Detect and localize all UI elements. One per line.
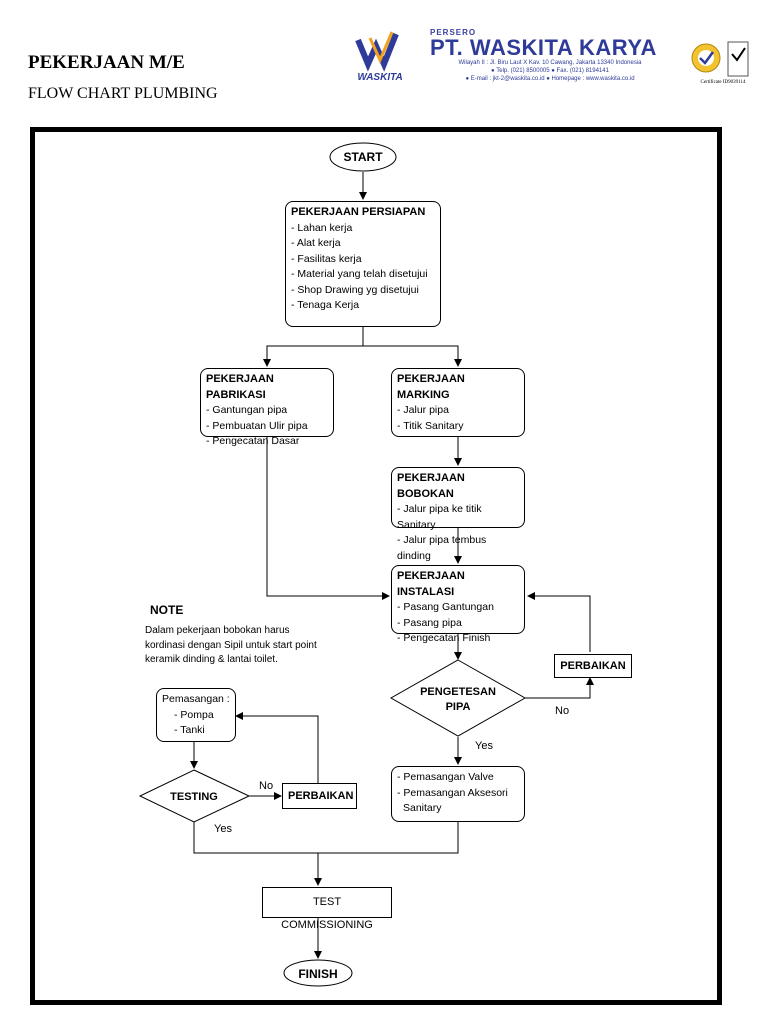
company-address-3: ● E-mail : jkt-2@waskita.co.id ● Homepag… xyxy=(465,76,635,82)
company-address-2: ● Telp. (021) 8500005 ● Fax. (021) 81941… xyxy=(491,68,609,74)
document-title: PEKERJAAN M/E xyxy=(28,52,185,73)
pemasangan-item: - Tanki xyxy=(174,724,205,736)
note-title: NOTE xyxy=(150,603,184,617)
yes-left-label: Yes xyxy=(214,823,232,835)
marking-item: - Titik Sanitary xyxy=(397,419,464,432)
marking-title: PEKERJAAN MARKING xyxy=(397,373,465,401)
pemasangan-item: - Pompa xyxy=(174,708,214,721)
bobokan-item: - Jalur pipa tembus dinding xyxy=(397,534,487,562)
bobokan-item: - Jalur pipa ke titik Sanitary xyxy=(397,503,482,531)
pabrikasi-box: PEKERJAAN PABRIKASI - Gantungan pipa - P… xyxy=(200,368,334,447)
logo-text: WASKITA xyxy=(357,72,402,83)
pengetesan-label-1: PENGETESAN xyxy=(420,686,496,698)
persiapan-item: - Alat kerja xyxy=(291,237,341,249)
waskita-logo: WASKITA xyxy=(355,31,403,83)
arrow-pabrikasi-instalasi xyxy=(266,437,390,600)
line-testing-merge xyxy=(193,822,318,854)
cert-caption: Certificate ID9039114 xyxy=(700,80,746,85)
valve-item: - Pemasangan Aksesori xyxy=(397,786,508,799)
document-subtitle: FLOW CHART PLUMBING xyxy=(28,85,218,102)
pemasangan-box: Pemasangan : - Pompa - Tanki xyxy=(156,688,236,742)
instalasi-title: PEKERJAAN INSTALASI xyxy=(397,570,465,598)
valve-item: - Pemasangan Valve xyxy=(397,771,494,783)
arrow-perbaikan-pemasangan xyxy=(235,712,319,783)
instalasi-item: - Pengecatan Finish xyxy=(397,632,491,644)
valve-item: Sanitary xyxy=(403,802,442,814)
certification-seals xyxy=(691,41,749,77)
marking-box: PEKERJAAN MARKING - Jalur pipa - Titik S… xyxy=(391,368,525,437)
bobokan-box: PEKERJAAN BOBOKAN - Jalur pipa ke titik … xyxy=(391,467,525,562)
arrow-pengetesan-perbaikan xyxy=(525,677,594,699)
note-line: kordinasi dengan Sipil untuk start point xyxy=(145,639,317,651)
marking-item: - Jalur pipa xyxy=(397,404,449,416)
arrow-perbaikan-instalasi xyxy=(527,592,591,652)
note-line: keramik dinding & lantai toilet. xyxy=(145,654,278,665)
pemasangan-item: Pemasangan : xyxy=(162,693,230,705)
perbaikan-right-box: PERBAIKAN xyxy=(554,654,632,678)
yes-right-label: Yes xyxy=(475,740,493,752)
pengetesan-decision xyxy=(389,659,527,737)
persiapan-item: - Lahan kerja xyxy=(291,221,353,234)
valve-box: - Pemasangan Valve - Pemasangan Aksesori… xyxy=(391,766,525,822)
perbaikan-left-box: PERBAIKAN xyxy=(282,783,357,809)
arrow-to-pabrikasi xyxy=(263,327,364,367)
note-text: Dalam pekerjaan bobokan harus kordinasi … xyxy=(145,624,355,668)
pabrikasi-item: - Pengecatan Dasar xyxy=(206,435,300,447)
arrow-to-marking xyxy=(363,345,462,367)
persiapan-item: - Tenaga Kerja xyxy=(291,299,360,311)
bobokan-title: PEKERJAAN BOBOKAN xyxy=(397,472,465,500)
company-persero: PERSERO xyxy=(430,28,477,37)
persiapan-box: PEKERJAAN PERSIAPAN - Lahan kerja - Alat… xyxy=(285,201,441,327)
start-terminal xyxy=(329,142,397,172)
note-line: Dalam pekerjaan bobokan harus xyxy=(145,625,290,636)
instalasi-item: - Pasang pipa xyxy=(397,616,462,629)
company-address-1: Wilayah II : Jl. Biru Laut X Kav. 10 Caw… xyxy=(458,60,642,66)
instalasi-box: PEKERJAAN INSTALASI - Pasang Gantungan -… xyxy=(391,565,525,644)
commissioning-box: TEST COMMISSIONING xyxy=(262,887,392,931)
company-block: PERSERO PT. WASKITA KARYA Wilayah II : J… xyxy=(430,28,680,83)
pabrikasi-item: - Pembuatan Ulir pipa xyxy=(206,419,308,432)
finish-label: FINISH xyxy=(298,967,337,981)
persiapan-title: PEKERJAAN PERSIAPAN xyxy=(291,206,426,218)
persiapan-item: - Fasilitas kerja xyxy=(291,252,362,265)
pengetesan-label-2: PIPA xyxy=(446,701,471,713)
no-right-label: No xyxy=(555,705,570,717)
line-valve-merge xyxy=(318,822,459,854)
company-name: PT. WASKITA KARYA xyxy=(430,35,657,60)
instalasi-item: - Pasang Gantungan xyxy=(397,601,494,613)
no-left-label: No xyxy=(259,780,274,792)
persiapan-item: - Shop Drawing yg disetujui xyxy=(291,283,419,296)
finish-terminal xyxy=(283,959,353,987)
pabrikasi-title: PEKERJAAN PABRIKASI xyxy=(206,373,274,401)
testing-label: TESTING xyxy=(170,791,218,803)
testing-decision xyxy=(138,769,251,823)
persiapan-item: - Material yang telah disetujui xyxy=(291,268,428,280)
flowchart-frame xyxy=(30,127,722,1005)
start-label: START xyxy=(343,150,383,164)
pabrikasi-item: - Gantungan pipa xyxy=(206,404,288,416)
